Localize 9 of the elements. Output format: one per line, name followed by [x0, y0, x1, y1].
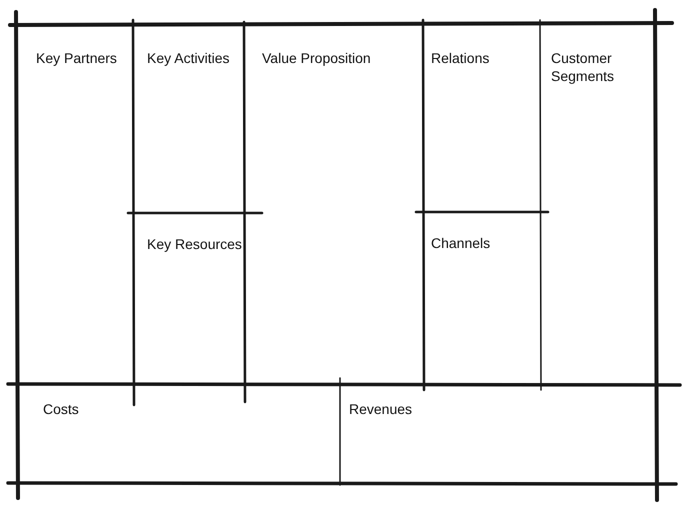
section-heading: Key Activities	[147, 49, 230, 67]
section-heading: Value Proposition	[262, 49, 371, 67]
section-heading: Relations	[431, 49, 490, 67]
section-heading: Channels	[431, 234, 490, 252]
section-heading: Customer Segments	[551, 49, 616, 85]
section-heading: Key Resources	[147, 235, 242, 253]
section-heading: Revenues	[349, 400, 412, 418]
section-heading: Costs	[43, 400, 79, 418]
section-heading: Key Partners	[36, 49, 117, 67]
